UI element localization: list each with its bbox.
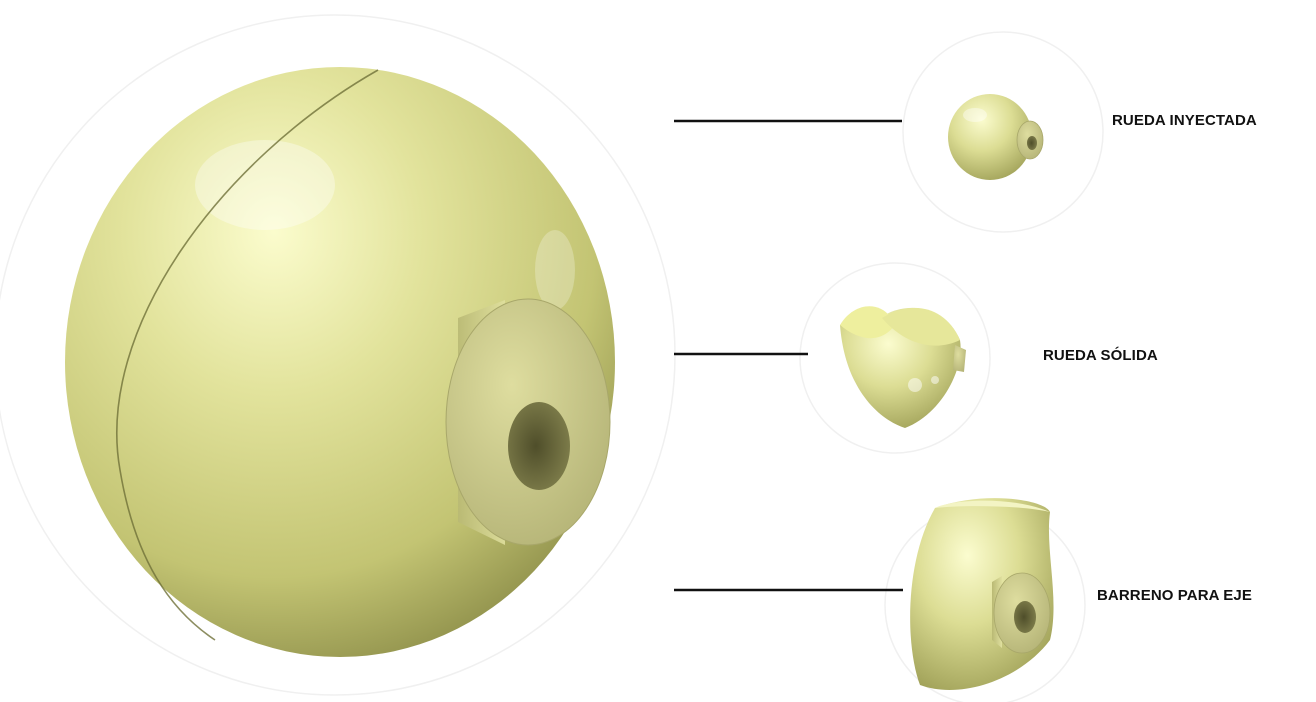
callout-label-injected-wheel: RUEDA INYECTADA (1112, 112, 1257, 129)
thumbnail-injected-wheel (948, 94, 1043, 180)
callout-label-solid-wheel: RUEDA SÓLIDA (1043, 347, 1158, 364)
main-wheel-render (65, 67, 615, 657)
callout-label-axle-bore: BARRENO PARA EJE (1097, 587, 1252, 604)
thumbnail-solid-wheel (840, 306, 966, 428)
thumbnail-axle-bore (910, 498, 1053, 690)
